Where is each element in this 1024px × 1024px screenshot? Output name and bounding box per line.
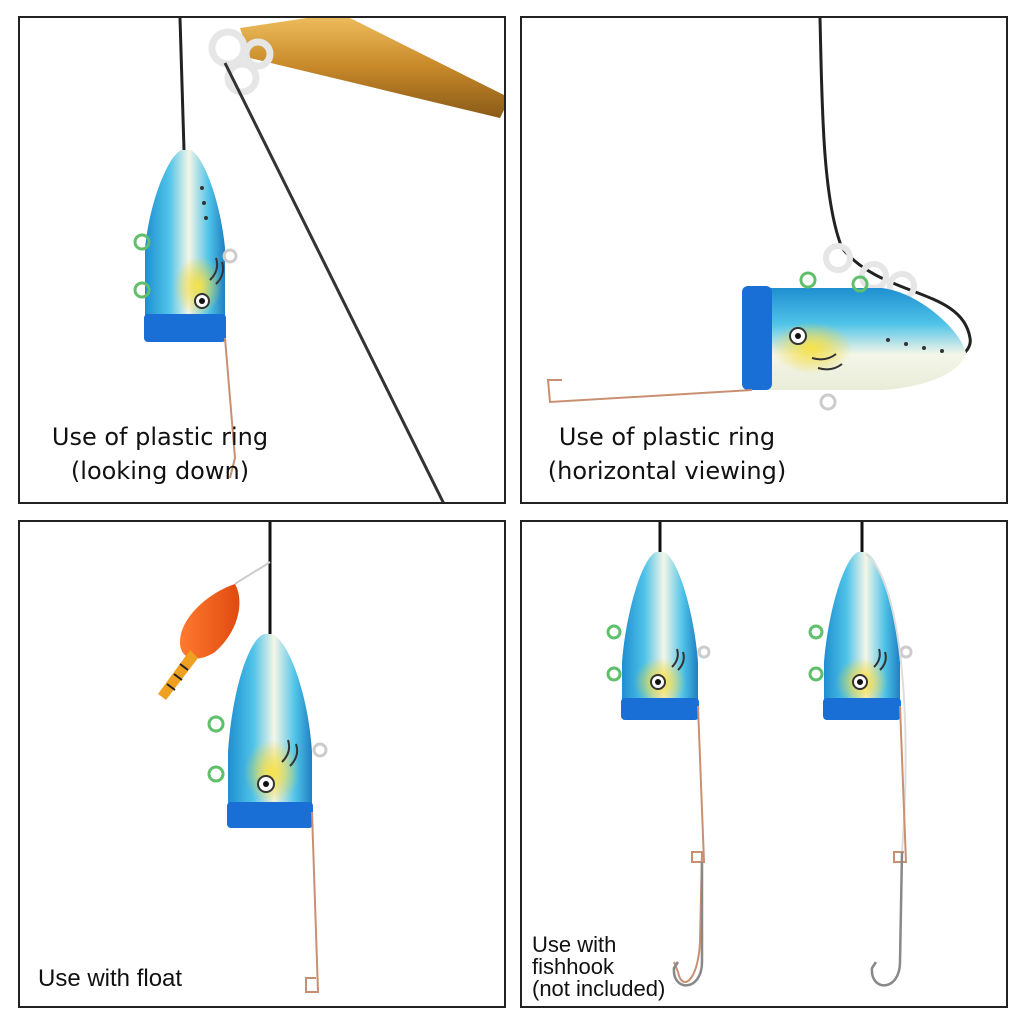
- caption-line-1: Use of plastic ring: [51, 423, 269, 451]
- wire-leader: [305, 811, 320, 993]
- fishhook-right: [870, 851, 904, 987]
- caption-line-2: fishhook: [532, 954, 614, 979]
- illustration-looking-down: [133, 18, 504, 502]
- camera-lure-right: [808, 522, 913, 987]
- caption-line-3: (not included): [532, 976, 666, 1001]
- fishing-line: [818, 18, 972, 360]
- caption-use-with-float: Use with float: [38, 962, 182, 996]
- camera-lure-left: [606, 522, 711, 987]
- float-line: [234, 561, 271, 585]
- caption-horizontal-viewing: Use of plastic ring (horizontal viewing): [532, 420, 802, 488]
- fishing-rod: [240, 18, 504, 118]
- fishhook-left: [672, 862, 704, 987]
- camera-lure-horizontal: [742, 271, 966, 411]
- illustration-with-fishhook: [606, 522, 913, 987]
- panel-use-with-float: Use with float: [18, 520, 506, 1008]
- camera-lure-with-float: [207, 634, 328, 828]
- panel-plastic-ring-looking-down: Use of plastic ring (looking down): [18, 16, 506, 504]
- caption-looking-down: Use of plastic ring (looking down): [30, 420, 290, 488]
- wire-leader: [224, 337, 237, 479]
- rod-line: [223, 62, 445, 502]
- wire-leader: [546, 379, 753, 404]
- caption-line-1: Use with float: [38, 965, 183, 992]
- orange-float: [158, 584, 240, 700]
- caption-line-1: Use with: [532, 932, 617, 957]
- caption-line-2: (looking down): [70, 457, 250, 485]
- caption-line-1: Use of plastic ring: [558, 423, 776, 451]
- plastic-ring-cluster: [208, 28, 274, 96]
- panel-plastic-ring-horizontal: Use of plastic ring (horizontal viewing): [520, 16, 1008, 504]
- panel-use-with-fishhook: Use with fishhook (not included): [520, 520, 1008, 1008]
- caption-line-2: (horizontal viewing): [547, 457, 787, 485]
- fishing-line: [178, 18, 186, 151]
- illustration-with-float: [158, 522, 328, 993]
- camera-lure-looking-down: [133, 150, 238, 342]
- caption-use-with-fishhook: Use with fishhook (not included): [532, 934, 665, 1000]
- illustration-horizontal-viewing: [546, 18, 972, 411]
